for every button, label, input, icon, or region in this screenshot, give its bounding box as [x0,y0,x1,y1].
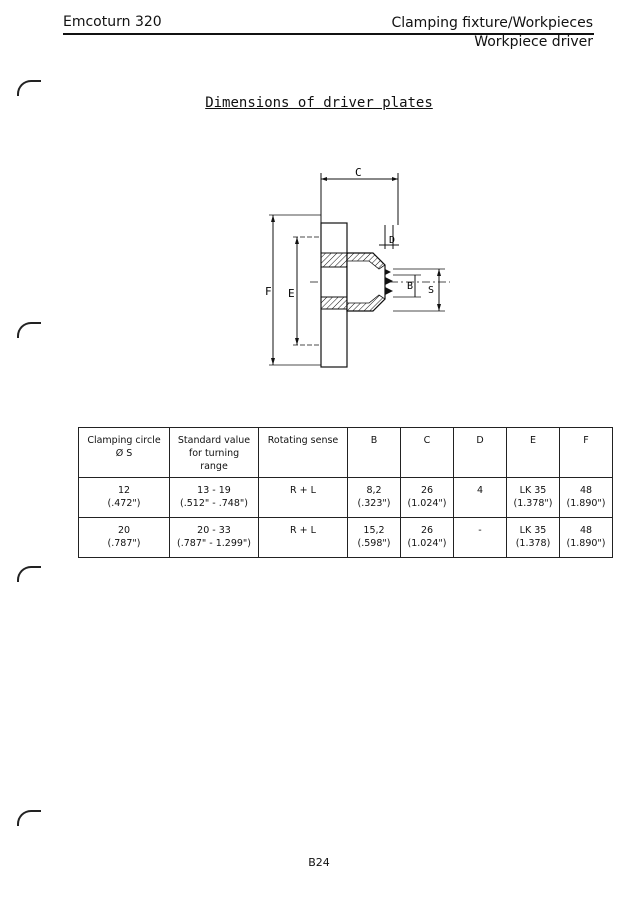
header-f: F [559,427,613,478]
header-rotating-sense: Rotating sense [258,427,348,478]
cell-rotating-sense: R + L [258,477,348,518]
dim-c-label: C [355,166,362,179]
binder-hole-mark [17,566,41,582]
table-header-row: Clamping circle Ø S Standard value for t… [78,427,613,478]
cell-d: - [453,517,507,558]
table-row: 20(.787") 20 - 33(.787" - 1.299") R + L … [78,517,613,558]
dim-f-label: F [265,285,272,298]
cell-d: 4 [453,477,507,518]
cell-standard-value: 20 - 33(.787" - 1.299") [169,517,259,558]
binder-hole-mark [17,80,41,96]
cell-rotating-sense: R + L [258,517,348,558]
header-section: Clamping fixture/Workpieces [391,15,593,31]
header-left: Emcoturn 320 [63,14,162,30]
cell-e: LK 35(1.378) [506,517,560,558]
header-subsection: Workpiece driver [474,34,593,50]
cell-f: 48(1.890") [559,477,613,518]
cell-b: 8,2(.323") [347,477,401,518]
header-right: Clamping fixture/Workpieces Workpiece dr… [391,14,593,52]
driver-plate-drawing: C D F E B S [265,166,450,368]
header-rule [63,33,594,35]
page-title: Dimensions of driver plates [205,95,433,111]
dim-e-label: E [288,287,295,300]
dim-b-label: B [407,281,413,292]
header-b: B [347,427,401,478]
table-row: 12(.472") 13 - 19(.512" - .748") R + L 8… [78,477,613,518]
cell-f: 48(1.890") [559,517,613,558]
dim-d-label: D [389,235,395,246]
header-c: C [400,427,454,478]
cell-b: 15,2(.598") [347,517,401,558]
cell-c: 26(1.024") [400,477,454,518]
cell-standard-value: 13 - 19(.512" - .748") [169,477,259,518]
cell-clamping-circle: 20(.787") [78,517,170,558]
binder-hole-mark [17,322,41,338]
dim-s-label: S [428,285,434,296]
header-e: E [506,427,560,478]
binder-hole-mark [17,810,41,826]
header-d: D [453,427,507,478]
page-number: B24 [308,856,330,869]
cell-clamping-circle: 12(.472") [78,477,170,518]
header-clamping-circle: Clamping circle Ø S [78,427,170,478]
header-standard-value: Standard value for turning range [169,427,259,478]
cell-e: LK 35(1.378") [506,477,560,518]
driver-plate-table: Clamping circle Ø S Standard value for t… [78,427,613,558]
cell-c: 26(1.024") [400,517,454,558]
